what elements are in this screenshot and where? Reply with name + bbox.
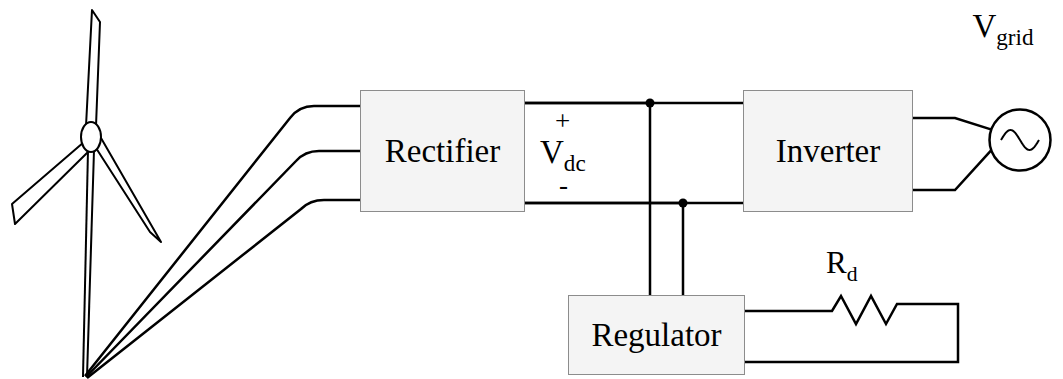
voltage-label: Vdc <box>540 136 586 175</box>
box-label: Regulator <box>591 317 721 353</box>
box-label: Inverter <box>776 133 880 169</box>
resistor-symbol <box>744 296 958 362</box>
text-part: grid <box>996 24 1033 50</box>
turbine-blade <box>12 142 90 224</box>
junction-dot <box>646 99 655 108</box>
wire-connector <box>525 103 683 295</box>
phase-wire <box>86 151 361 377</box>
regulator-box: Regulator <box>568 295 745 375</box>
component-label: Rd <box>826 247 858 285</box>
turbine-tower <box>87 150 94 377</box>
polarity-sign: - <box>559 172 568 199</box>
dump-load-circuit <box>744 296 958 362</box>
sine-wave <box>1001 130 1039 150</box>
turbine-hub <box>81 122 101 152</box>
text-part: V <box>540 134 564 170</box>
wire-connector <box>913 118 991 190</box>
source-circle <box>990 110 1051 171</box>
grid-source: Vgrid <box>988 108 1052 172</box>
ac-source-symbol <box>988 108 1052 172</box>
text-part: R <box>826 245 847 280</box>
phase-wire <box>87 200 361 378</box>
node-heading: Vgrid <box>943 8 1063 50</box>
rectifier-box: Rectifier <box>360 90 525 212</box>
phase-wire <box>85 106 361 376</box>
polarity-sign: + <box>555 108 570 135</box>
text-part: V <box>972 8 996 44</box>
turbine-blade <box>86 10 100 126</box>
generator-wires <box>85 106 361 378</box>
junction-dot <box>679 199 688 208</box>
wire-connector <box>525 103 743 203</box>
turbine-blade <box>96 138 161 242</box>
box-label: Rectifier <box>385 133 500 169</box>
inverter-box: Inverter <box>743 90 913 212</box>
text-part: d <box>847 262 858 286</box>
